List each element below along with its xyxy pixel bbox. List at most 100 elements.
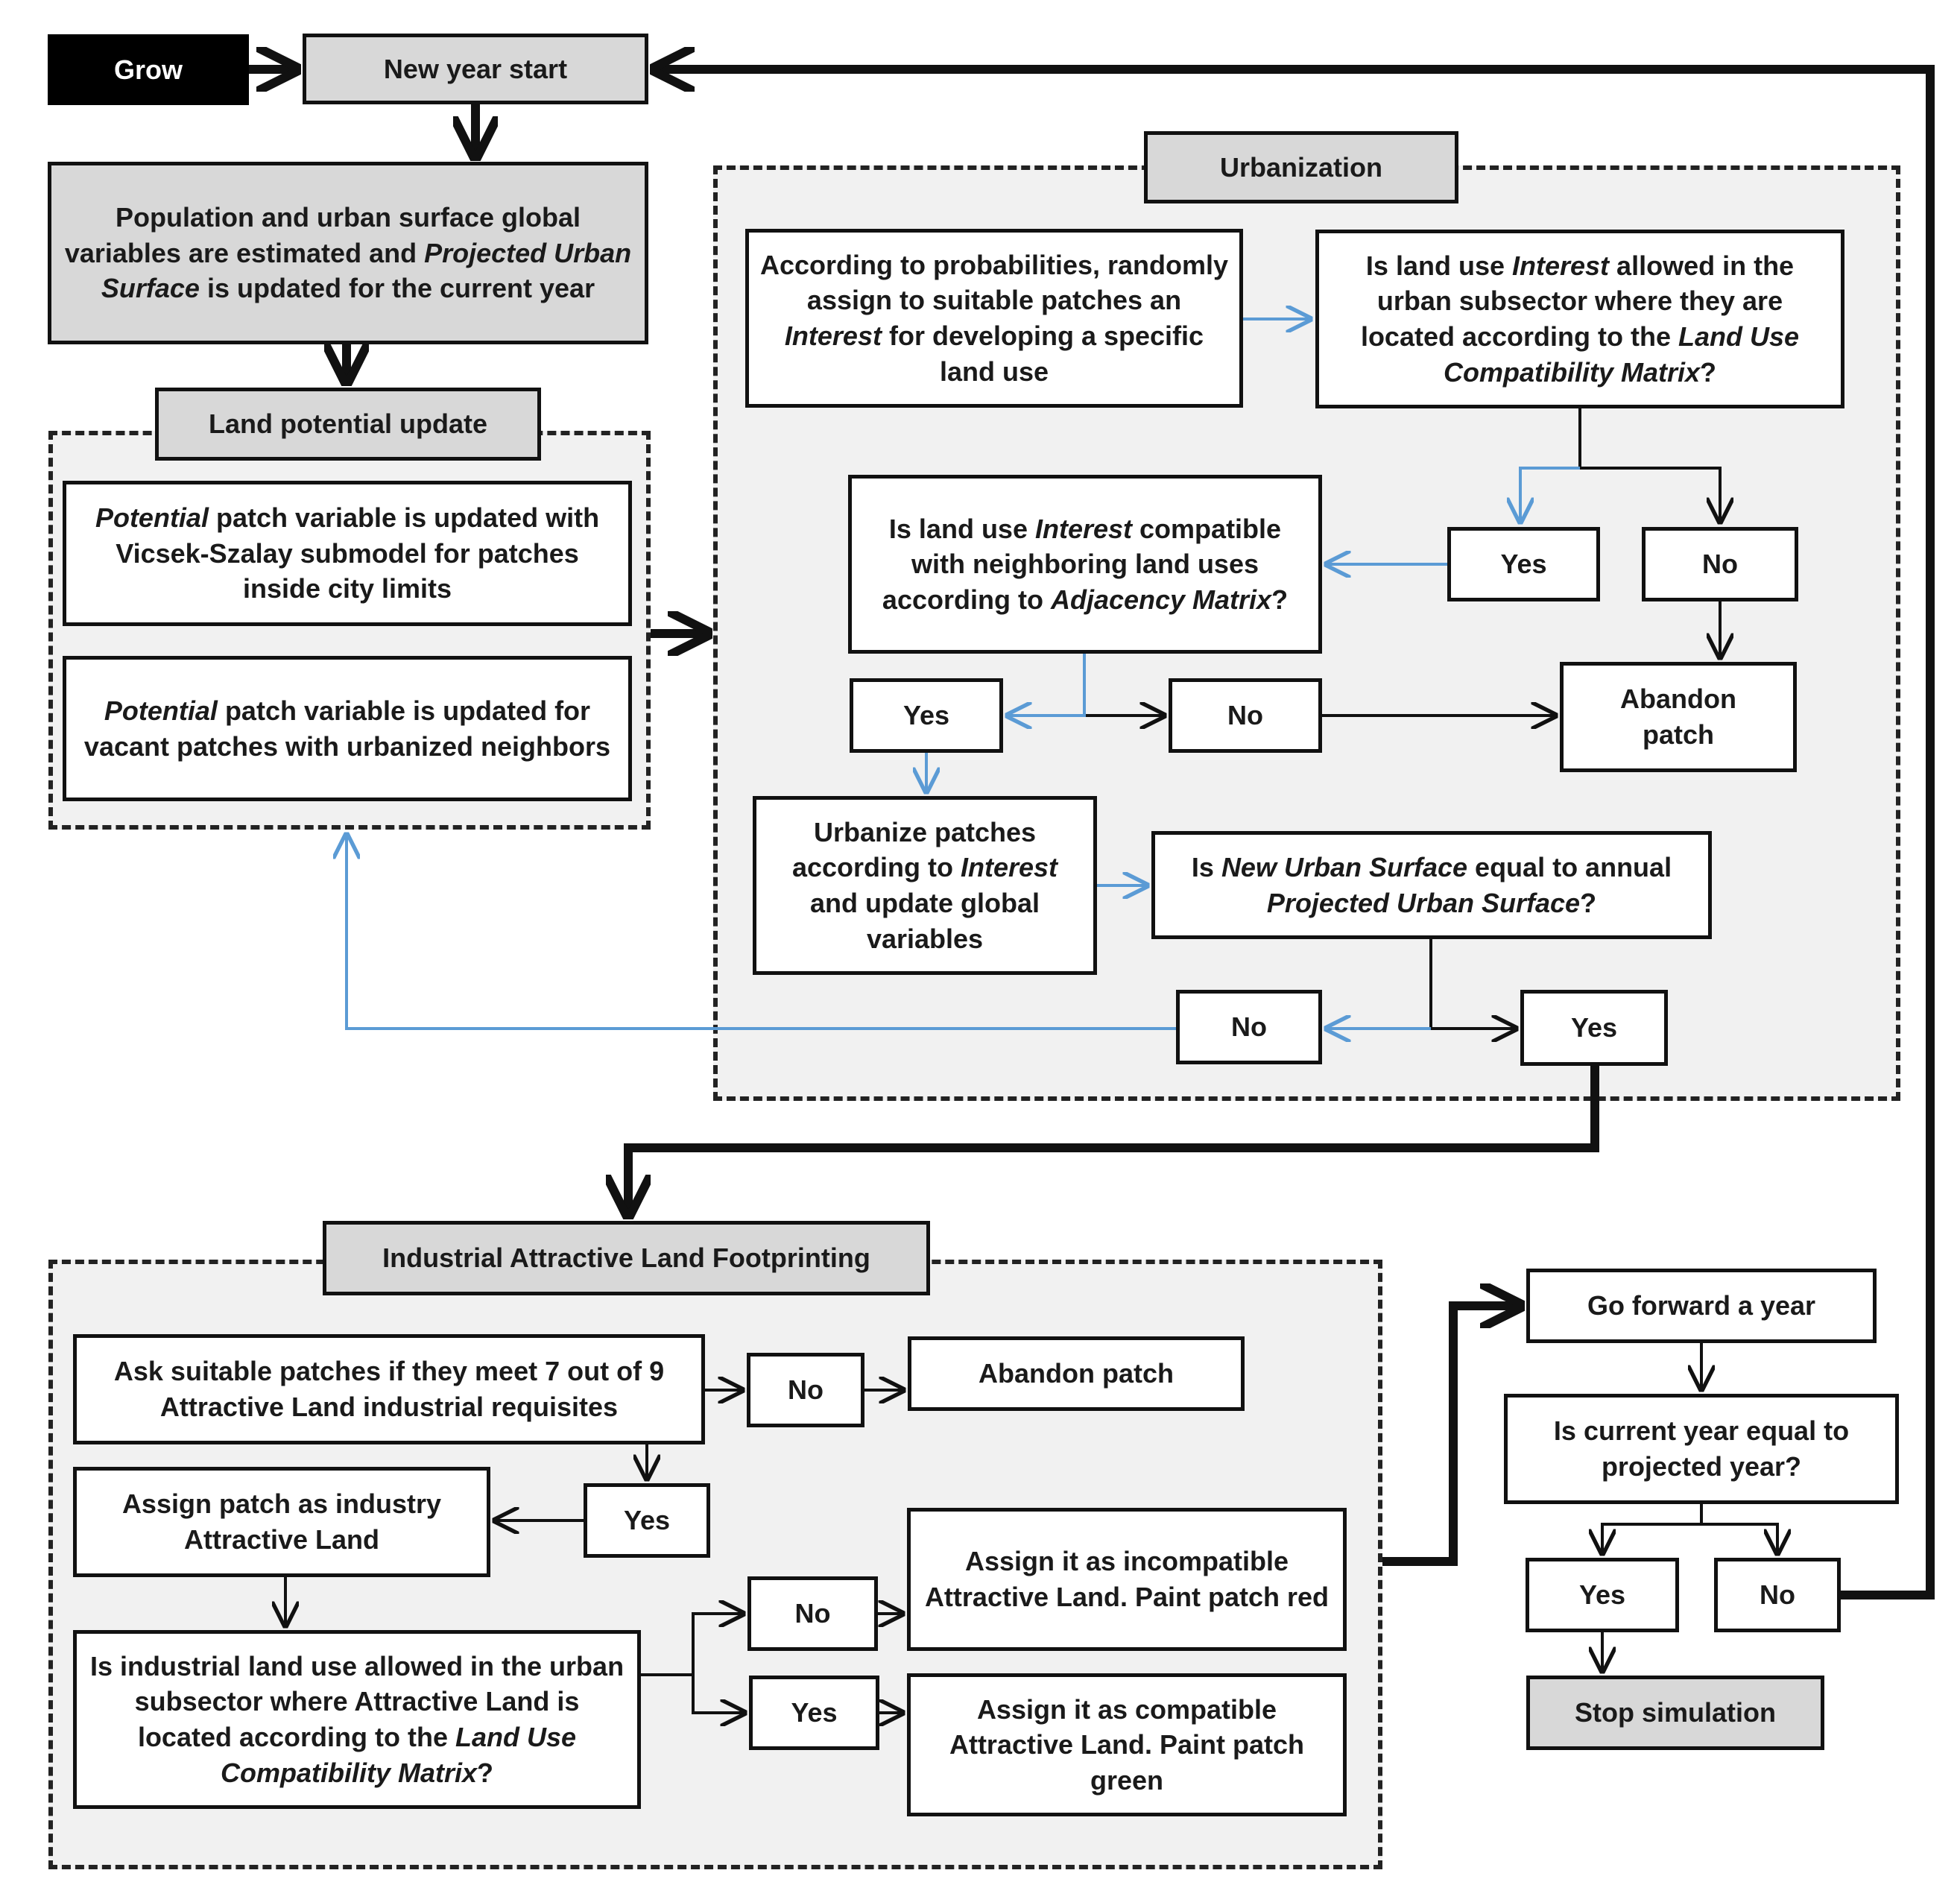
surface-no-box: No [1176, 990, 1322, 1064]
compatible-yes-label: Yes [902, 700, 950, 731]
industrial-allowed-italic: Land Use Compatibility Matrix [220, 1722, 577, 1788]
arrow-industrial-to-forward [1382, 1306, 1520, 1566]
go-forward-box: Go forward a year [1526, 1269, 1877, 1343]
interest-compatible-italic2: Adjacency Matrix [1050, 584, 1272, 615]
industrial-no-box: No [747, 1576, 878, 1651]
urban-surface-italic2: Projected Urban Surface [1266, 887, 1581, 918]
requisites-yes-label: Yes [623, 1505, 671, 1536]
population-update-italic: Projected Urban Surface [101, 237, 632, 304]
population-update-text: Population and urban surface global vari… [62, 200, 634, 306]
urban-surface-after: ? [1580, 887, 1597, 918]
urban-surface-middle: equal to annual [1467, 851, 1672, 882]
industrial-allowed-text: Is industrial land use allowed in the ur… [87, 1649, 627, 1790]
industrial-yes-label: Yes [791, 1697, 838, 1728]
urban-surface-italic1: New Urban Surface [1221, 851, 1468, 882]
potential-vicsek-box: Potential patch variable is updated with… [63, 481, 632, 626]
incompatible-label: Assign it as incompatible Attractive Lan… [924, 1546, 1330, 1612]
compatible-label: Assign it as compatible Attractive Land.… [949, 1693, 1305, 1796]
industrial-title: Industrial Attractive Land Footprinting [323, 1221, 930, 1295]
industrial-requisites-box: Ask suitable patches if they meet 7 out … [73, 1334, 705, 1444]
potential-vacant-italic: Potential [104, 695, 218, 726]
interest-compatible-after: ? [1271, 584, 1289, 615]
interest-compatible-before: Is land use [888, 513, 1035, 544]
surface-yes-label: Yes [1570, 1012, 1618, 1043]
population-update-after: is updated for the current year [199, 273, 595, 304]
urban-surface-before: Is [1191, 851, 1221, 882]
assign-interest-italic: Interest [784, 320, 882, 351]
interest-allowed-after: ? [1700, 356, 1717, 388]
potential-vicsek-text: Potential patch variable is updated with… [77, 500, 618, 607]
surface-yes-box: Yes [1520, 990, 1668, 1066]
potential-vacant-after: patch variable is updated for vacant pat… [83, 695, 611, 762]
grow-label: Grow [113, 54, 183, 85]
incompatible-box: Assign it as incompatible Attractive Lan… [907, 1508, 1347, 1651]
potential-vacant-text: Potential patch variable is updated for … [77, 693, 618, 764]
land-potential-title: Land potential update [155, 388, 541, 461]
land-potential-title-label: Land potential update [209, 408, 487, 440]
projected-no-label: No [1760, 1579, 1795, 1611]
potential-vicsek-italic: Potential [95, 502, 209, 534]
industrial-abandon-box: Abandon patch [908, 1336, 1245, 1411]
projected-year-question: Is current year equal to projected year? [1504, 1394, 1899, 1504]
assign-attractive-box: Assign patch as industry Attractive Land [73, 1467, 490, 1577]
compatible-no-box: No [1169, 678, 1322, 753]
allowed-yes-box: Yes [1447, 527, 1600, 601]
projected-yes-label: Yes [1578, 1579, 1626, 1611]
interest-allowed-before: Is land use [1365, 250, 1512, 281]
allowed-no-label: No [1702, 549, 1738, 580]
interest-allowed-italic1: Interest [1512, 250, 1610, 281]
connector-question-to-yes-forward [1602, 1504, 1703, 1553]
compatible-yes-box: Yes [850, 678, 1003, 753]
urbanization-title-label: Urbanization [1219, 151, 1382, 183]
assign-interest-text: According to probabilities, randomly ass… [759, 247, 1229, 389]
urban-surface-text: Is New Urban Surface equal to annual Pro… [1166, 850, 1698, 920]
compatible-no-label: No [1227, 700, 1263, 731]
interest-compatible-text: Is land use Interest compatible with nei… [862, 511, 1308, 618]
compatible-box: Assign it as compatible Attractive Land.… [907, 1673, 1347, 1816]
urbanization-title: Urbanization [1144, 131, 1458, 203]
assign-attractive-label: Assign patch as industry Attractive Land [121, 1488, 442, 1555]
grow-box: Grow [48, 34, 249, 105]
projected-year-label: Is current year equal to projected year? [1553, 1415, 1850, 1482]
industrial-allowed-after: ? [477, 1757, 494, 1788]
industrial-abandon-label: Abandon patch [979, 1358, 1174, 1389]
urbanize-patches-box: Urbanize patches according to Interest a… [753, 796, 1097, 975]
new-year-start-box: New year start [303, 34, 648, 104]
interest-compatible-italic1: Interest [1034, 513, 1133, 544]
projected-yes-box: Yes [1526, 1558, 1679, 1632]
industrial-yes-box: Yes [749, 1676, 879, 1750]
urbanize-patches-after: and update global variables [809, 888, 1040, 954]
urbanize-patches-italic: Interest [960, 852, 1058, 883]
projected-no-box: No [1714, 1558, 1841, 1632]
interest-compatible-question: Is land use Interest compatible with nei… [848, 475, 1322, 654]
abandon-patch-box: Abandon patch [1560, 662, 1797, 772]
requisites-yes-box: Yes [584, 1483, 710, 1558]
interest-allowed-text: Is land use Interest allowed in the urba… [1330, 248, 1830, 390]
industrial-allowed-before: Is industrial land use allowed in the ur… [89, 1650, 625, 1752]
allowed-yes-label: Yes [1500, 549, 1547, 580]
assign-interest-box: According to probabilities, randomly ass… [745, 229, 1243, 408]
industrial-allowed-question: Is industrial land use allowed in the ur… [73, 1630, 641, 1809]
abandon-patch-label: Abandon patch [1620, 683, 1736, 750]
industrial-title-label: Industrial Attractive Land Footprinting [382, 1242, 870, 1274]
assign-interest-before: According to probabilities, randomly ass… [759, 249, 1229, 316]
surface-no-label: No [1231, 1011, 1267, 1043]
urbanize-patches-text: Urbanize patches according to Interest a… [767, 815, 1083, 956]
assign-interest-after: for developing a specific land use [881, 320, 1204, 387]
stop-simulation-label: Stop simulation [1575, 1697, 1776, 1728]
go-forward-label: Go forward a year [1587, 1290, 1816, 1321]
new-year-start-label: New year start [383, 53, 568, 84]
urban-surface-question: Is New Urban Surface equal to annual Pro… [1151, 831, 1712, 939]
population-update-box: Population and urban surface global vari… [48, 162, 648, 344]
connector-question-to-no-forward [1701, 1523, 1777, 1553]
potential-vicsek-after: patch variable is updated with Vicsek-Sz… [116, 502, 600, 604]
interest-allowed-question: Is land use Interest allowed in the urba… [1315, 230, 1844, 408]
allowed-no-box: No [1642, 527, 1798, 601]
potential-vacant-box: Potential patch variable is updated for … [63, 656, 632, 801]
industrial-no-label: No [794, 1598, 831, 1629]
industrial-requisites-label: Ask suitable patches if they meet 7 out … [113, 1356, 665, 1422]
population-update-before: Population and urban surface global vari… [64, 202, 581, 268]
stop-simulation-box: Stop simulation [1526, 1676, 1824, 1750]
requisites-no-box: No [747, 1353, 864, 1427]
